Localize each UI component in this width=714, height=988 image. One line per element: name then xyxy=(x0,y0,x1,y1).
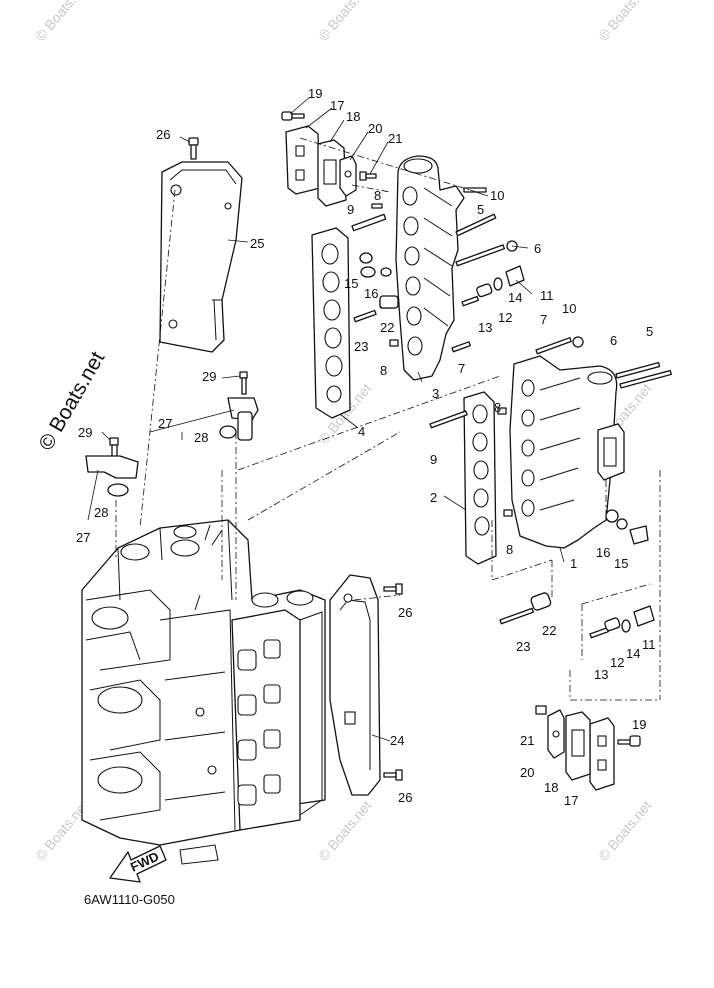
bolt-21-top xyxy=(359,171,377,181)
cover-25 xyxy=(159,161,243,353)
callout-9-middle: 9 xyxy=(430,452,437,467)
callout-10-top: 10 xyxy=(490,188,504,203)
callout-1: 1 xyxy=(570,556,577,571)
watermark-main: © Boats.net xyxy=(34,348,109,455)
bolt-19-top xyxy=(281,111,305,121)
bolt-26-bottom xyxy=(383,769,403,781)
callout-26-top: 26 xyxy=(156,127,170,142)
callout-26-middle: 26 xyxy=(398,605,412,620)
callouts: 19 17 18 20 21 26 25 8 10 9 5 6 15 16 14… xyxy=(76,86,656,808)
manifold-1 xyxy=(509,355,625,549)
callout-10-right: 10 xyxy=(562,301,576,316)
callout-22-top: 22 xyxy=(380,320,394,335)
hardware-right xyxy=(429,336,672,639)
callout-25: 25 xyxy=(250,236,264,251)
callout-21-bottom: 21 xyxy=(520,733,534,748)
callout-15-top: 15 xyxy=(344,276,358,291)
callout-17-top: 17 xyxy=(330,98,344,113)
callout-16-top: 16 xyxy=(364,286,378,301)
bolt-21-bottom xyxy=(535,705,547,715)
callout-20-bottom: 20 xyxy=(520,765,534,780)
callout-4: 4 xyxy=(358,424,365,439)
callout-23-right: 23 xyxy=(516,639,530,654)
callout-29-lower: 29 xyxy=(78,425,92,440)
callout-12-top: 12 xyxy=(498,310,512,325)
watermark-top-left: © Boats.net xyxy=(32,0,91,44)
gasket-18-bottom xyxy=(565,711,591,781)
callout-28-upper: 28 xyxy=(194,430,208,445)
callout-3: 3 xyxy=(432,386,439,401)
bolt-19-bottom xyxy=(617,735,641,747)
callout-8-d: 8 xyxy=(506,542,513,557)
callout-12-right: 12 xyxy=(610,655,624,670)
plate-20-bottom xyxy=(547,709,565,759)
gasket-18-top xyxy=(317,139,347,207)
callout-6-top: 6 xyxy=(534,241,541,256)
gasket-2 xyxy=(463,391,497,565)
bolt-26-top xyxy=(188,137,199,160)
callout-18-top: 18 xyxy=(346,109,360,124)
sensor-27-upper xyxy=(219,371,259,441)
bolt-26-middle xyxy=(383,583,403,595)
callout-13-top: 13 xyxy=(478,320,492,335)
callout-8-a: 8 xyxy=(374,188,381,203)
leader-lines xyxy=(87,96,565,742)
callout-18-bottom: 18 xyxy=(544,780,558,795)
callout-14-right: 14 xyxy=(626,646,640,661)
callout-11-top: 11 xyxy=(540,288,554,303)
sensor-27-lower xyxy=(85,437,139,497)
callout-20-top: 20 xyxy=(368,121,382,136)
callout-29-upper: 29 xyxy=(202,369,216,384)
callout-11-right: 11 xyxy=(642,637,656,652)
callout-27-upper: 27 xyxy=(158,416,172,431)
callout-19-bottom: 19 xyxy=(632,717,646,732)
callout-27-lower: 27 xyxy=(76,530,90,545)
callout-17-bottom: 17 xyxy=(564,793,578,808)
callout-6-right: 6 xyxy=(610,333,617,348)
callout-14-top: 14 xyxy=(508,290,522,305)
callout-28-lower: 28 xyxy=(94,505,108,520)
callout-26-bottom: 26 xyxy=(398,790,412,805)
watermark-bottom-right: © Boats.net xyxy=(595,797,654,864)
gasket-4 xyxy=(311,227,351,419)
callout-23-top: 23 xyxy=(354,339,368,354)
watermark-bottom-center: © Boats.net xyxy=(315,797,374,864)
cover-24 xyxy=(329,574,381,796)
watermark-top-center: © Boats.net xyxy=(315,0,374,44)
center-lines xyxy=(115,137,661,701)
diagram-code: 6AW1110-G050 xyxy=(84,892,175,907)
callout-19-top: 19 xyxy=(308,86,322,101)
callout-24: 24 xyxy=(390,733,404,748)
watermark-top-right: © Boats.net xyxy=(595,0,654,44)
callout-9-top: 9 xyxy=(347,202,354,217)
cover-17-top xyxy=(285,125,321,195)
cover-17-bottom xyxy=(589,717,615,791)
manifold-3 xyxy=(379,155,465,381)
callout-2: 2 xyxy=(430,490,437,505)
callout-16-right: 16 xyxy=(596,545,610,560)
cylinder-block xyxy=(81,519,326,865)
callout-22-right: 22 xyxy=(542,623,556,638)
callout-8-b: 8 xyxy=(380,363,387,378)
callout-8-c: 8 xyxy=(494,400,501,415)
callout-15-right: 15 xyxy=(614,556,628,571)
callout-5-top: 5 xyxy=(477,202,484,217)
callout-21-top: 21 xyxy=(388,131,402,146)
fwd-arrow: FWD xyxy=(109,845,167,883)
plate-20-top xyxy=(339,155,357,197)
callout-7-middle: 7 xyxy=(458,361,465,376)
hardware-upper xyxy=(351,187,525,353)
callout-5-right: 5 xyxy=(646,324,653,339)
callout-13-right: 13 xyxy=(594,667,608,682)
callout-7-top: 7 xyxy=(540,312,547,327)
